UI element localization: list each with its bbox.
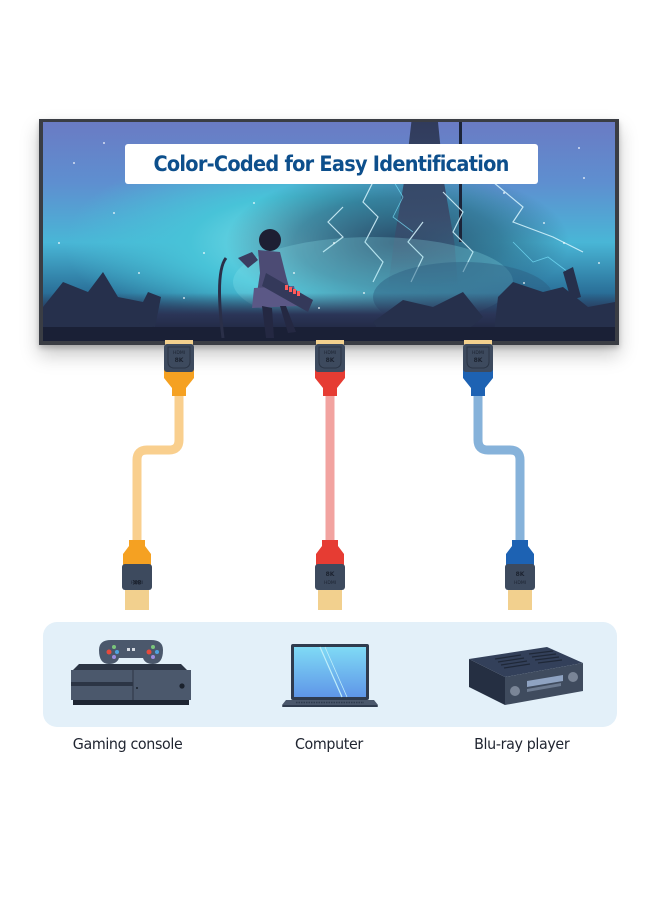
hdmi-cables: HDMI 8K 8K HDMI 8K HDMI xyxy=(122,340,535,610)
orange-hdmi-cable: 8K HDMI xyxy=(122,340,195,610)
red-hdmi-cable: 8K HDMI xyxy=(314,340,346,610)
svg-text:8K: 8K xyxy=(516,571,525,578)
svg-text:HDMI: HDMI xyxy=(514,580,526,586)
game-console-icon xyxy=(71,639,191,705)
debris-silhouettes xyxy=(43,267,615,341)
child-with-cannon-silhouette xyxy=(218,229,313,338)
device-label-gaming-console: Gaming console xyxy=(72,735,183,753)
device-panel xyxy=(43,622,617,727)
device-labels: Gaming console Computer Blu-ray player xyxy=(0,735,660,761)
blu-ray-player xyxy=(463,622,587,727)
svg-text:HDMI: HDMI xyxy=(131,580,143,586)
laptop-icon xyxy=(282,643,378,707)
svg-text:8K: 8K xyxy=(326,571,335,578)
headline-banner: Color-Coded for Easy Identification xyxy=(125,144,538,184)
device-label-blu-ray-player: Blu-ray player xyxy=(474,735,570,753)
tv-screen: Color-Coded for Easy Identification xyxy=(43,122,615,341)
svg-text:HDMI: HDMI xyxy=(324,580,336,586)
headline: Color-Coded for Easy Identification xyxy=(153,152,510,176)
svg-text:8K: 8K xyxy=(132,578,141,585)
blu-ray-player-icon xyxy=(469,646,583,705)
device-label-computer: Computer xyxy=(294,735,363,753)
computer xyxy=(265,622,395,727)
gaming-console xyxy=(65,622,195,727)
television: Color-Coded for Easy Identification xyxy=(39,119,619,345)
blue-hdmi-cable: 8K HDMI xyxy=(462,340,535,610)
